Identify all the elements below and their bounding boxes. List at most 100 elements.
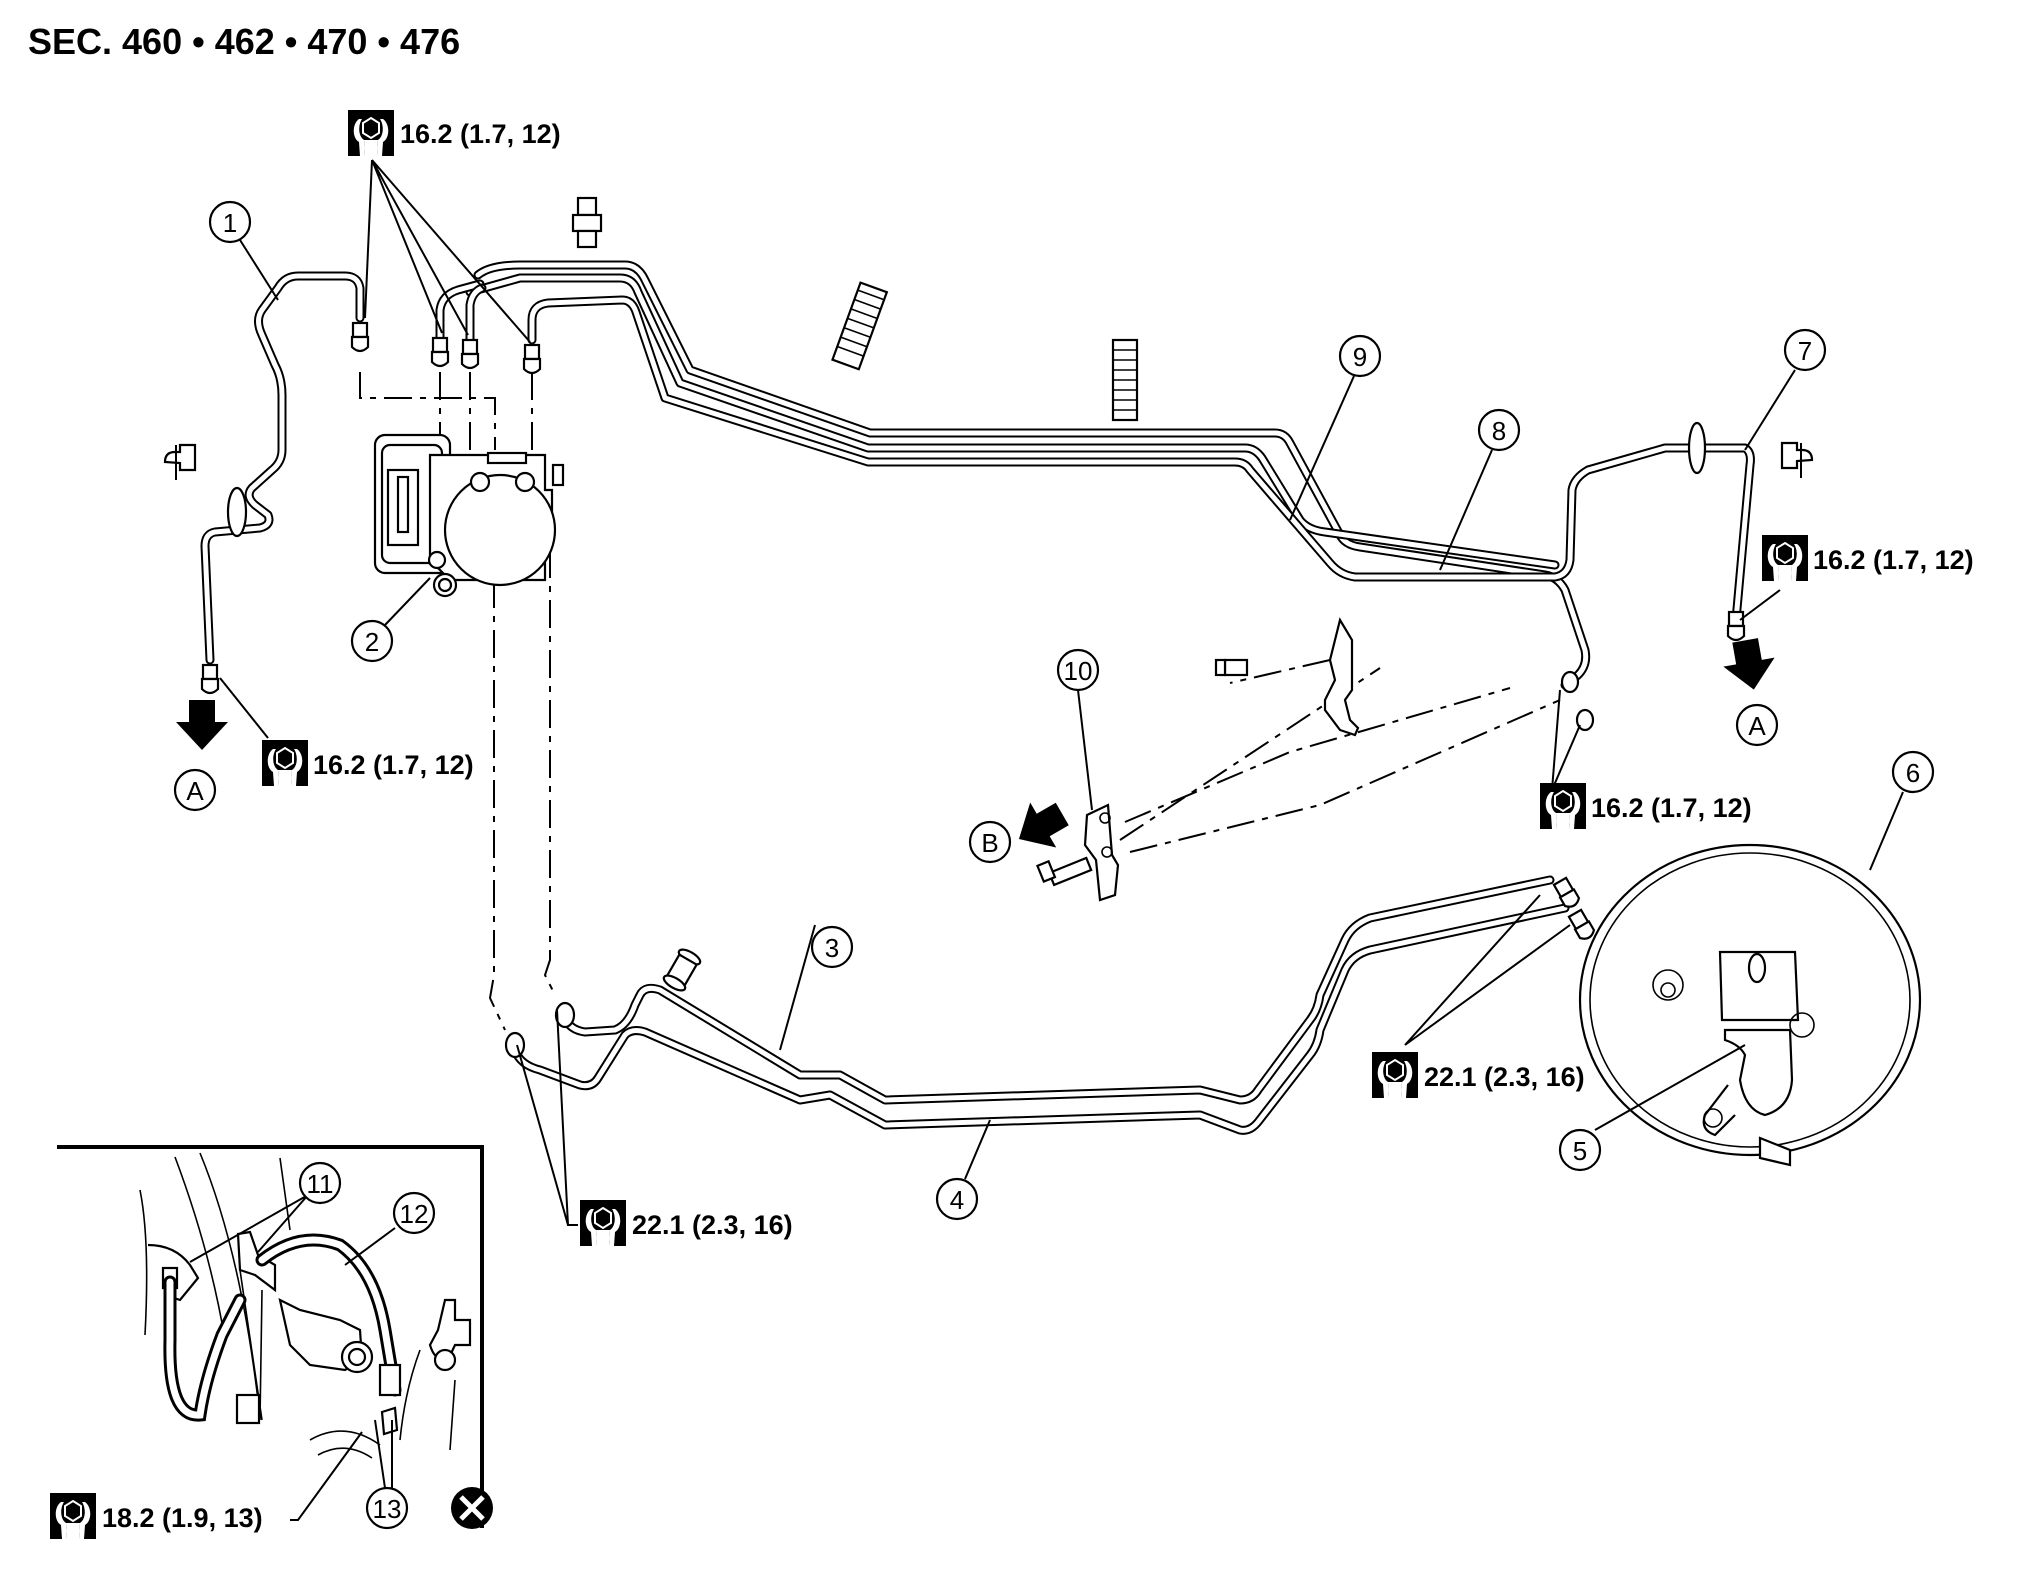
direction-arrow-icon <box>1005 791 1076 862</box>
wrench-hex-icon <box>49 1492 97 1540</box>
torque-spec-front-right: 16.2 (1.7, 12) <box>1761 534 1974 582</box>
pipe-clamp <box>831 281 889 371</box>
callout-label: 3 <box>825 933 839 963</box>
abs-actuator <box>373 433 565 598</box>
callout-circle <box>1056 648 1100 692</box>
wrench-hex-icon <box>347 109 395 157</box>
svg-text:B: B <box>981 828 998 858</box>
callout-1: 1 <box>208 200 252 244</box>
callout-circle <box>1338 334 1382 378</box>
flare-nut-fitting <box>1726 610 1746 642</box>
callout-label: 5 <box>1573 1136 1587 1166</box>
wrench-hex-icon <box>1761 534 1809 582</box>
brake-tube-8 <box>465 273 1560 570</box>
svg-text:22.1 (2.3, 16): 22.1 (2.3, 16) <box>632 1210 793 1240</box>
section-title: SEC. 460 • 462 • 470 • 476 <box>28 21 460 62</box>
callout-label: 9 <box>1353 342 1367 372</box>
callout-label: 6 <box>1906 758 1920 788</box>
callout-circle <box>1891 750 1935 794</box>
svg-text:16.2 (1.7, 12): 16.2 (1.7, 12) <box>1591 793 1752 823</box>
svg-text:A: A <box>1748 711 1766 741</box>
callout-circle <box>1783 328 1827 372</box>
svg-text:22.1 (2.3, 16): 22.1 (2.3, 16) <box>1424 1062 1585 1092</box>
wrench-hex-icon <box>1539 782 1587 830</box>
leader-line-13 <box>374 1419 393 1489</box>
callout-label: 1 <box>223 208 237 238</box>
callout-9: 9 <box>1338 334 1382 378</box>
callout-label: 12 <box>400 1199 429 1229</box>
brake-tube-7 <box>527 295 1755 625</box>
flare-nut-fitting <box>1575 708 1595 732</box>
reference-marker-a-right: A <box>1735 703 1779 747</box>
bolt <box>1223 658 1249 677</box>
flare-nut-fitting <box>1551 876 1583 911</box>
master-cylinder <box>1702 950 1815 1167</box>
reference-marker-b: B <box>968 820 1012 864</box>
leader-lines <box>219 159 1904 1226</box>
flare-nut-fitting <box>350 321 370 353</box>
torque-spec-inset-hose: 18.2 (1.9, 13) <box>49 1431 363 1540</box>
callout-circle <box>350 619 394 663</box>
assembly-lines <box>359 372 1741 1031</box>
svg-text:A: A <box>186 776 204 806</box>
callout-circle <box>1477 408 1521 452</box>
junction-block <box>1036 803 1120 902</box>
torque-spec-actuator-top: 16.2 (1.7, 12) <box>347 109 561 157</box>
torque-spec-front-left: 16.2 (1.7, 12) <box>261 739 474 787</box>
callout-label: 4 <box>950 1185 964 1215</box>
grommet <box>226 486 248 538</box>
wrench-hex-icon <box>579 1199 627 1247</box>
wrench-hex-icon <box>261 739 309 787</box>
flare-nut-fitting <box>504 1031 526 1059</box>
svg-text:18.2 (1.9, 13): 18.2 (1.9, 13) <box>102 1503 263 1533</box>
brake-tube-9 <box>473 260 1591 690</box>
pipe-clip <box>163 443 197 480</box>
flare-nut-fitting <box>200 663 220 695</box>
callout-6: 6 <box>1891 750 1935 794</box>
brake-tube-short <box>435 279 487 350</box>
callout-circle <box>935 1177 979 1221</box>
brake-tube-1 <box>200 271 365 665</box>
svg-text:16.2 (1.7, 12): 16.2 (1.7, 12) <box>1813 545 1974 575</box>
callout-2: 2 <box>350 619 394 663</box>
direction-arrow-icon <box>1719 635 1780 695</box>
callout-label: 11 <box>307 1169 334 1199</box>
pipe-grommet <box>571 196 603 249</box>
callout-label: 8 <box>1492 416 1506 446</box>
torque-spec-master-cylinder: 22.1 (2.3, 16) <box>1371 1051 1585 1099</box>
pipe-clip <box>1780 441 1814 478</box>
non-reusable-icon <box>451 1487 493 1529</box>
callout-label: 7 <box>1798 336 1812 366</box>
mounting-bracket <box>1214 617 1360 737</box>
wrench-hex-icon <box>1371 1051 1419 1099</box>
grommet <box>1687 421 1707 475</box>
pipe-grommet <box>662 948 702 992</box>
reference-marker-a-left: A <box>173 768 217 812</box>
callout-5: 5 <box>1558 1128 1602 1172</box>
callout-label: 10 <box>1064 656 1093 686</box>
leader-line-11 <box>189 1194 309 1263</box>
callout-4: 4 <box>935 1177 979 1221</box>
callout-7: 7 <box>1783 328 1827 372</box>
callout-3: 3 <box>810 925 854 969</box>
flare-nut-fitting <box>1566 908 1598 943</box>
flare-nut-fitting <box>460 338 480 370</box>
callout-8: 8 <box>1477 408 1521 452</box>
brake-tube-4 <box>510 903 1570 1135</box>
callout-circle <box>298 1161 342 1205</box>
callout-circle <box>1558 1128 1602 1172</box>
torque-spec-actuator-bottom: 22.1 (2.3, 16) <box>579 1199 793 1247</box>
brake-tube-3 <box>560 875 1555 1105</box>
callout-10: 10 <box>1056 648 1100 692</box>
callout-12: 12 <box>392 1191 436 1235</box>
callout-circle <box>392 1191 436 1235</box>
callout-circle <box>365 1486 409 1530</box>
callout-11: 11 <box>298 1161 342 1205</box>
svg-text:16.2 (1.7, 12): 16.2 (1.7, 12) <box>400 119 561 149</box>
callout-circle <box>208 200 252 244</box>
flare-nut-fitting <box>522 343 542 375</box>
callout-13: 13 <box>365 1486 409 1530</box>
direction-arrow-icon <box>176 700 228 750</box>
